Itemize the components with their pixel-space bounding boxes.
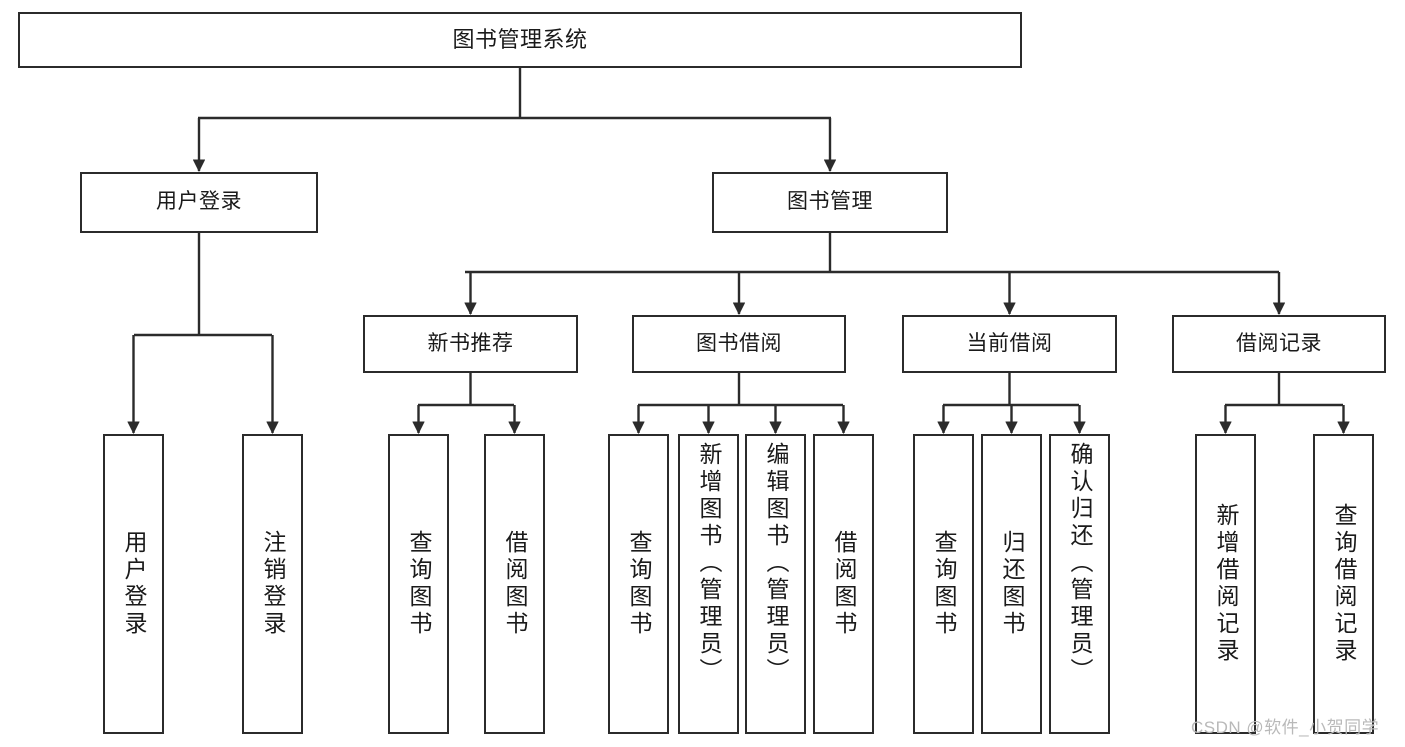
node-borrow-record[interactable]: 借阅记录 [1172, 315, 1386, 373]
node-label: 图书管理系统 [452, 27, 588, 53]
node-label: 查询图书 [626, 530, 652, 638]
node-current-borrow[interactable]: 当前借阅 [902, 315, 1117, 373]
node-label: 新书推荐 [427, 331, 514, 355]
node-leaf-borrow-book[interactable]: 借阅图书 [813, 434, 874, 734]
node-label: 查询图书 [931, 530, 957, 638]
node-label: 图书借阅 [696, 331, 782, 355]
node-leaf-query-book-borrow[interactable]: 查询图书 [608, 434, 669, 734]
node-label: 用户登录 [156, 190, 242, 214]
node-label: 借阅图书 [831, 530, 857, 638]
node-label: 查询图书 [406, 530, 432, 638]
node-label: 查询借阅记录 [1331, 503, 1357, 665]
node-label: 当前借阅 [966, 331, 1053, 355]
node-root-system[interactable]: 图书管理系统 [18, 12, 1022, 68]
node-leaf-add-borrow-record[interactable]: 新增借阅记录 [1195, 434, 1256, 734]
node-label: 确认归还（管理员） [1067, 442, 1093, 685]
node-leaf-borrow-book-recommend[interactable]: 借阅图书 [484, 434, 545, 734]
node-book-borrow[interactable]: 图书借阅 [632, 315, 846, 373]
node-leaf-confirm-return[interactable]: 确认归还（管理员） [1049, 434, 1110, 734]
node-label: 借阅图书 [502, 530, 528, 638]
node-leaf-add-book[interactable]: 新增图书（管理员） [678, 434, 739, 734]
node-label: 新增借阅记录 [1213, 503, 1239, 665]
node-leaf-query-book-recommend[interactable]: 查询图书 [388, 434, 449, 734]
node-leaf-user-login[interactable]: 用户登录 [103, 434, 164, 734]
node-label: 图书管理 [787, 190, 873, 214]
node-leaf-user-logout[interactable]: 注销登录 [242, 434, 303, 734]
node-leaf-query-book-current[interactable]: 查询图书 [913, 434, 974, 734]
node-leaf-return-book[interactable]: 归还图书 [981, 434, 1042, 734]
node-label: 归还图书 [999, 530, 1025, 638]
node-book-manage[interactable]: 图书管理 [712, 172, 948, 233]
node-leaf-query-borrow-record[interactable]: 查询借阅记录 [1313, 434, 1374, 734]
node-label: 编辑图书（管理员） [763, 442, 789, 685]
edge-paths [127, 68, 1350, 434]
node-label: 注销登录 [260, 530, 286, 638]
node-label: 借阅记录 [1236, 331, 1322, 355]
node-label: 新增图书（管理员） [696, 442, 722, 685]
node-label: 用户登录 [121, 530, 147, 638]
node-user-login[interactable]: 用户登录 [80, 172, 318, 233]
node-new-book-recommend[interactable]: 新书推荐 [363, 315, 578, 373]
node-leaf-edit-book[interactable]: 编辑图书（管理员） [745, 434, 806, 734]
